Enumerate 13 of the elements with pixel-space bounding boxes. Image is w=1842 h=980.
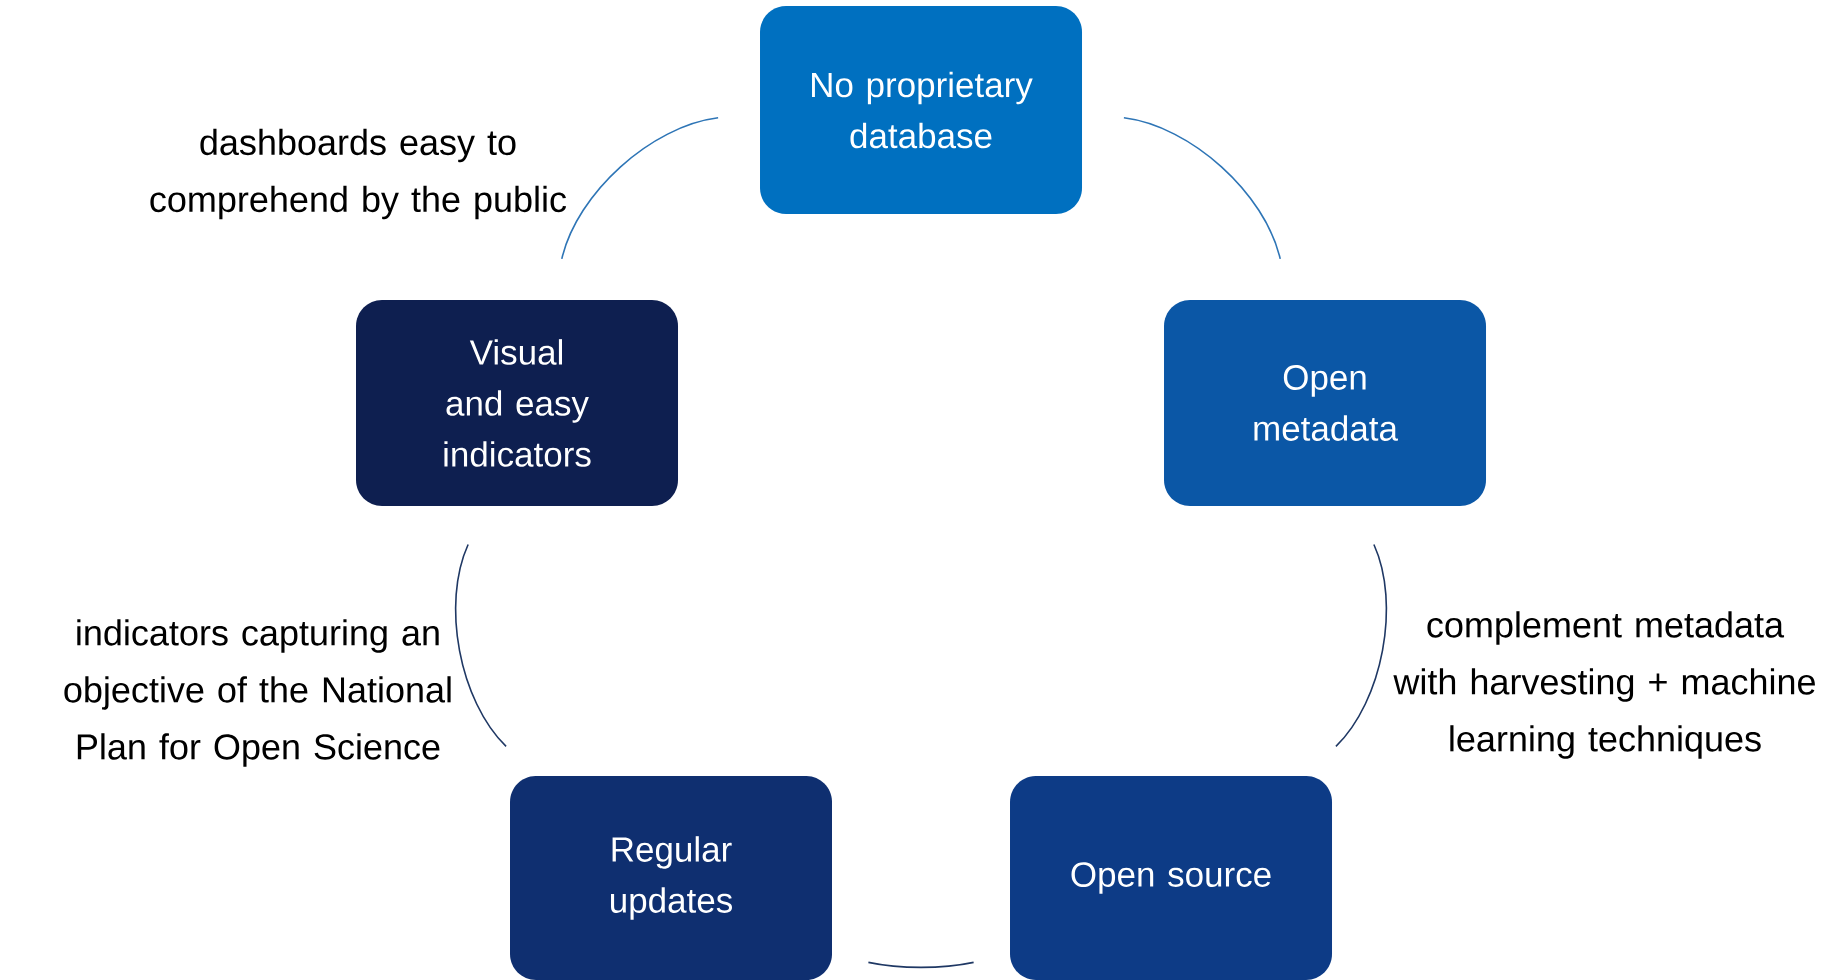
connector-arc <box>454 543 507 748</box>
connector-arc <box>867 961 975 969</box>
annotation-text: indicators capturing an objective of the National Plan for Open Science <box>64 619 451 767</box>
annotation-text: complement metadata with harvesting + machine learning techniques <box>1393 611 1815 759</box>
connector-arc <box>1335 543 1388 748</box>
process-box: Open source <box>1010 776 1332 980</box>
connector-arc <box>1123 117 1281 260</box>
process-box: Visual and easy indicators <box>356 300 678 506</box>
annotation-text: dashboards easy to comprehend by the public <box>150 128 567 220</box>
process-box: Open metadata <box>1164 300 1486 506</box>
process-box: Regular updates <box>510 776 832 980</box>
connector-arc <box>561 117 719 260</box>
process-box: No proprietary database <box>760 6 1082 214</box>
